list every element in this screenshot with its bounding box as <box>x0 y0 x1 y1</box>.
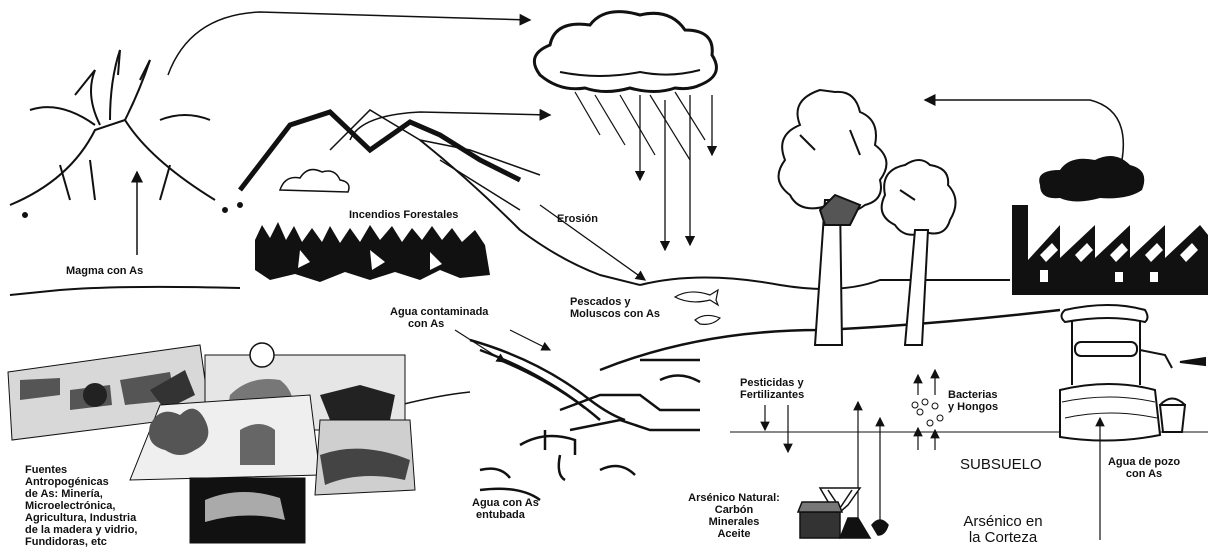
smoke-cloud <box>280 170 349 192</box>
label-pesticides-1: Pesticidas y <box>740 377 804 389</box>
natural-arsenic-icons <box>798 488 888 538</box>
label-magma: Magma con As <box>66 265 143 277</box>
label-sources-5: Agricultura, Industria <box>25 512 136 524</box>
label-well-water-1: Agua de pozo <box>1102 456 1186 468</box>
label-forest-fires: Incendios Forestales <box>349 209 458 221</box>
label-natural-arsenic-4: Aceite <box>674 528 794 540</box>
rain-cloud <box>534 12 716 160</box>
label-natural-arsenic-3: Minerales <box>674 516 794 528</box>
label-natural-arsenic-2: Carbón <box>674 504 794 516</box>
label-bacteria-2: y Hongos <box>948 401 998 413</box>
label-sources-3: de As: Minería, <box>25 488 103 500</box>
label-crust-1: Arsénico en <box>948 514 1058 530</box>
label-sources-6: de la madera y vidrio, <box>25 524 138 536</box>
label-sources-2: Antropogénicas <box>25 476 109 488</box>
label-crust-2: la Corteza <box>948 530 1058 546</box>
label-sources-4: Microelectrónica, <box>25 500 115 512</box>
forest-fire <box>255 222 490 282</box>
label-pesticides-2: Fertilizantes <box>740 389 804 401</box>
label-well-water-2: con As <box>1102 468 1186 480</box>
label-natural-arsenic-1: Arsénico Natural: <box>674 492 794 504</box>
contaminated-water-arrows <box>455 330 550 362</box>
label-erosion: Erosión <box>557 213 598 225</box>
fish <box>675 290 720 324</box>
label-subsoil: SUBSUELO <box>960 457 1042 473</box>
label-contaminated-water-1: Agua contaminada <box>390 306 488 318</box>
label-contaminated-water-2: con As <box>408 318 444 330</box>
label-sources-7: Fundidoras, etc <box>25 536 107 548</box>
factory-to-sky-arrow <box>925 100 1123 160</box>
volcano <box>10 50 242 217</box>
pipes <box>470 340 700 500</box>
label-sources-1: Fuentes <box>25 464 67 476</box>
label-fish-1: Pescados y <box>570 296 631 308</box>
rain-arrows <box>640 95 712 250</box>
factory <box>1012 156 1208 295</box>
volcano-to-cloud-arrow <box>168 12 530 75</box>
water-well <box>1060 305 1205 441</box>
label-bacteria-1: Bacterias <box>948 389 998 401</box>
label-piped-water-2: entubada <box>476 509 525 521</box>
bacteria-cluster <box>912 399 943 426</box>
trees <box>779 90 956 345</box>
label-fish-2: Moluscos con As <box>570 308 660 320</box>
label-piped-water-1: Agua con As <box>472 497 539 509</box>
